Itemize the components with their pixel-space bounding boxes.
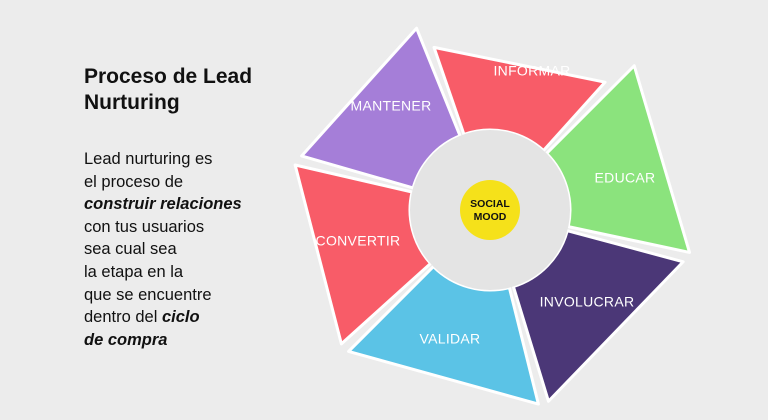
title-line-1: Proceso de Lead	[84, 65, 253, 88]
logo-text-line-2: MOOD	[474, 211, 507, 223]
segment-label-informar: INFORMAR	[493, 63, 570, 79]
segment-label-mantener: MANTENER	[351, 98, 432, 114]
segment-label-convertir: CONVERTIR	[316, 233, 401, 249]
logo-circle	[460, 180, 520, 240]
diagram-title: Proceso de Lead Nurturing	[84, 64, 284, 116]
description-text: Lead nurturing es el proceso de construi…	[84, 148, 284, 351]
description-line: con tus usuarios	[84, 217, 205, 236]
social-mood-logo: SOCIAL MOOD	[460, 180, 520, 240]
emphasis-text: ciclo	[161, 308, 200, 327]
description-line: el proceso de	[84, 172, 184, 191]
segment-label-validar: VALIDAR	[420, 331, 481, 347]
title-line-2: Nurturing	[84, 91, 180, 114]
description-line: de compra	[84, 329, 284, 352]
description-line: dentro del ciclo	[84, 306, 284, 329]
description-line: la etapa en la	[84, 262, 184, 281]
logo-text-line-1: SOCIAL	[470, 198, 510, 210]
emphasis-text: de compra	[84, 330, 168, 349]
description-line: Lead nurturing es	[84, 150, 213, 168]
description-line: que se encuentre	[84, 285, 212, 304]
segment-label-educar: EDUCAR	[595, 170, 656, 186]
emphasis-text: construir relaciones	[84, 195, 242, 214]
segment-label-involucrar: INVOLUCRAR	[540, 294, 635, 310]
description-line: construir relaciones	[84, 193, 284, 216]
plain-text: dentro del	[84, 308, 162, 327]
description-line: sea cual sea	[84, 240, 177, 259]
wheel-segments: INFORMAR EDUCAR INVOLUCRAR VALIDAR CONVERTIR…	[293, 26, 692, 406]
